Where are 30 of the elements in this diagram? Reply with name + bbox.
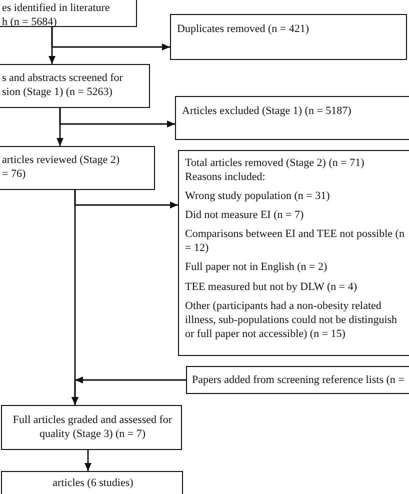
- process-box: [175, 96, 409, 140]
- box-text: TEE measured but not by DLW (n = 4): [185, 280, 358, 294]
- arrow: [74, 190, 178, 208]
- box-text: Full paper not in English (n = 2): [185, 260, 328, 275]
- process-box: [0, 0, 137, 27]
- box-text: Duplicates removed (n = 421): [177, 22, 310, 36]
- arrow: [51, 27, 170, 50]
- box-text: Reasons included:: [185, 170, 266, 184]
- box-text: Comparisons between EI and TEE not possible (n = 12): [185, 227, 405, 256]
- process-box: [1, 405, 182, 450]
- box-text: es identified in literature h (n = 5684): [2, 1, 111, 30]
- box-text: Full articles graded and assessed for quality (Stage 3) (n = 7): [12, 413, 174, 442]
- process-box: [178, 150, 409, 356]
- process-box: [0, 146, 155, 190]
- box-text: Total articles removed (Stage 2) (n = 71): [185, 156, 366, 170]
- process-box: [186, 366, 409, 394]
- box-text: Papers added from screening reference lists (n =: [192, 373, 405, 388]
- arrow: [72, 376, 186, 405]
- box-text: Other (participants had a non-obesity related illness, sub-populations could not be distinguish or full paper not accessible) (n = 15): [185, 298, 398, 341]
- arrow: [84, 450, 92, 471]
- box-text: articles reviewed (Stage 2) = 76): [2, 153, 121, 182]
- process-box: [0, 64, 150, 108]
- box-text: s and abstracts screened for sion (Stage 1) (n = 5263): [2, 71, 124, 100]
- process-box: [1, 471, 183, 494]
- arrow: [59, 108, 175, 128]
- box-text: Did not measure EI (n = 7): [185, 208, 305, 222]
- process-box: [170, 14, 407, 60]
- box-text: Articles excluded (Stage 1) (n = 5187): [182, 104, 352, 118]
- box-text: articles (6 studies): [52, 476, 134, 490]
- box-text: Wrong study population (n = 31): [185, 189, 331, 204]
